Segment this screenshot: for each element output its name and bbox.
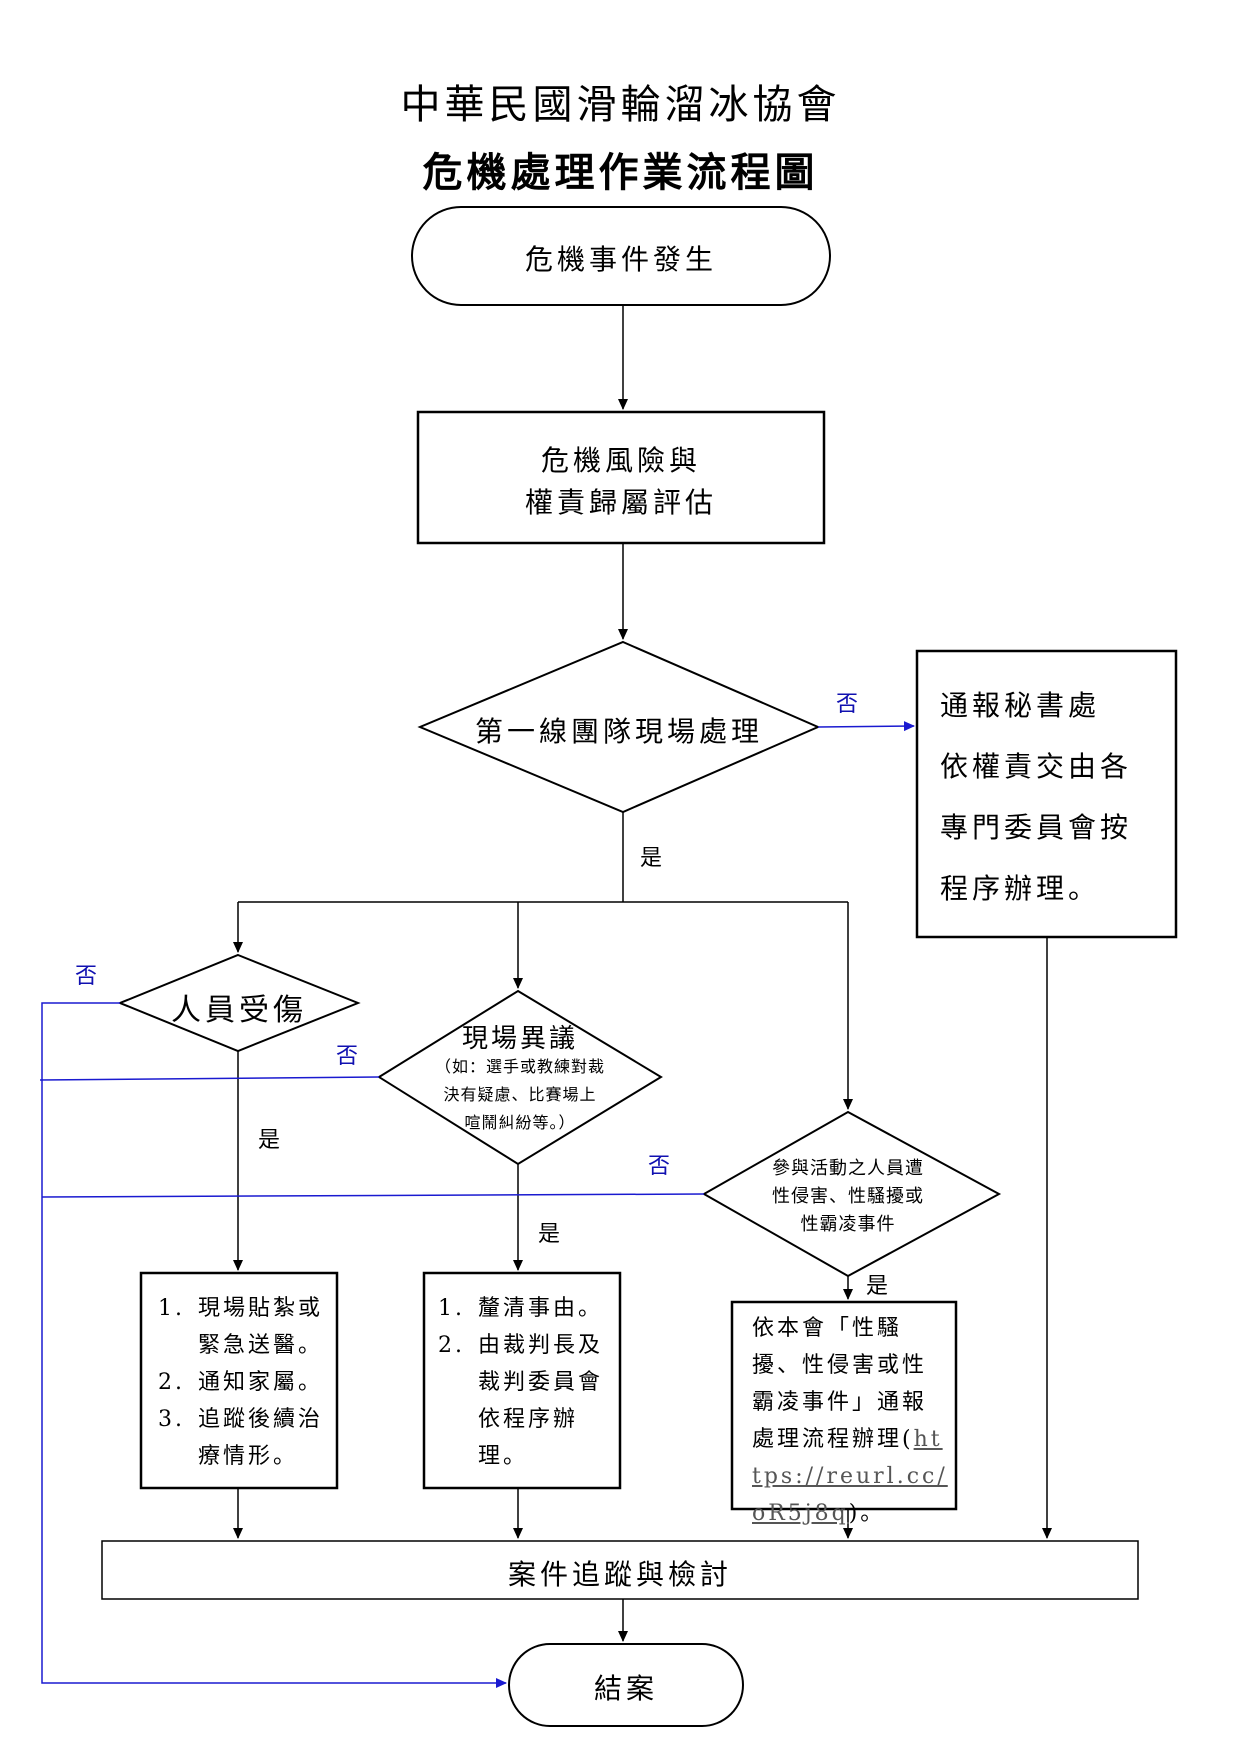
no-label-frontline: 否 — [836, 692, 859, 717]
dispute-note-line-3: 喧鬧糾紛等。） — [464, 1113, 576, 1132]
harassment-proc-box — [730, 1300, 958, 1511]
yes-label-harassment: 是 — [866, 1274, 889, 1299]
assess-label: 危機風險與 權責歸屬評估 — [418, 440, 824, 524]
edge-injury-no — [41, 1002, 507, 1688]
start-terminator — [411, 206, 831, 306]
no-label-harassment: 否 — [648, 1154, 671, 1179]
yes-label-frontline: 是 — [640, 846, 663, 871]
harassment-line-3: 性霸凌事件 — [800, 1214, 896, 1235]
notify-label: 通報秘書處 依權責交由各 專門委員會按 程序辦理。 — [940, 675, 1170, 919]
harassment-proc-text: 依本會「性騷擾、性侵害或性霸凌事件」通報處理流程辦理(https://reurl… — [752, 1310, 948, 1532]
notify-line-2: 依權責交由各 — [940, 750, 1133, 783]
notify-line-1: 通報秘書處 — [940, 689, 1101, 722]
dispute-step: 1.釐清事由。 — [438, 1296, 604, 1321]
injury-step: 3.追蹤後續治療情形。 — [158, 1407, 324, 1469]
dispute-step: 2.由裁判長及裁判委員會依程序辦理。 — [438, 1333, 604, 1469]
harassment-line-1: 參與活動之人員遭 — [772, 1158, 924, 1179]
org-name: 中華民國滑輪溜冰協會 — [400, 82, 841, 128]
assess-line-1: 危機風險與 — [540, 444, 701, 477]
dispute-note-line-2: 決有疑慮、比賽場上 — [443, 1085, 597, 1104]
no-label-dispute: 否 — [336, 1044, 359, 1069]
injury-steps: 1.現場貼紮或緊急送醫。 2.通知家屬。 3.追蹤後續治療情形。 — [158, 1290, 328, 1475]
yes-label-injury: 是 — [258, 1128, 281, 1153]
dispute-steps-box — [422, 1271, 622, 1490]
assess-box — [416, 410, 826, 545]
assess-line-2: 權責歸屬評估 — [524, 486, 717, 519]
harassment-proc-body: 依本會「性騷擾、性侵害或性霸凌事件」通報處理流程辦理 — [752, 1316, 928, 1452]
yes-label-dispute: 是 — [538, 1222, 561, 1247]
injury-step: 1.現場貼紮或緊急送醫。 — [158, 1296, 324, 1358]
dispute-steps: 1.釐清事由。 2.由裁判長及裁判委員會依程序辦理。 — [438, 1290, 612, 1475]
link-close-paren: )。 — [848, 1501, 886, 1526]
harassment-flow-link[interactable]: https://reurl.cc/oR5j8q — [752, 1427, 948, 1526]
injury-label: 人員受傷 — [171, 993, 307, 1028]
edge-frontline-no — [817, 721, 915, 732]
end-label: 結案 — [593, 1672, 658, 1705]
chart-title: 危機處理作業流程圖 — [422, 149, 819, 196]
harassment-label: 參與活動之人員遭 性侵害、性騷擾或 性霸凌事件 — [740, 1155, 956, 1239]
review-box — [101, 1540, 1139, 1600]
notify-line-4: 程序辦理。 — [940, 872, 1101, 905]
edge-harassment-no — [41, 1193, 705, 1198]
edge-dispute-no — [39, 1076, 380, 1081]
dispute-note: （如：選手或教練對裁 決有疑慮、比賽場上 喧鬧糾紛等。） — [410, 1053, 630, 1137]
review-label: 案件追蹤與檢討 — [507, 1558, 732, 1591]
dispute-title: 現場異議 — [461, 1024, 578, 1054]
notify-line-3: 專門委員會按 — [940, 811, 1133, 844]
dispute-note-line-1: （如：選手或教練對裁 — [434, 1057, 605, 1076]
link-open-paren: ( — [902, 1427, 914, 1452]
harassment-line-2: 性侵害、性騷擾或 — [772, 1186, 924, 1207]
injury-step: 2.通知家屬。 — [158, 1370, 324, 1395]
injury-steps-box — [139, 1271, 339, 1490]
no-label-injury: 否 — [75, 964, 98, 989]
start-label: 危機事件發生 — [524, 243, 717, 276]
end-terminator — [508, 1643, 744, 1727]
frontline-label: 第一線團隊現場處理 — [474, 715, 763, 748]
